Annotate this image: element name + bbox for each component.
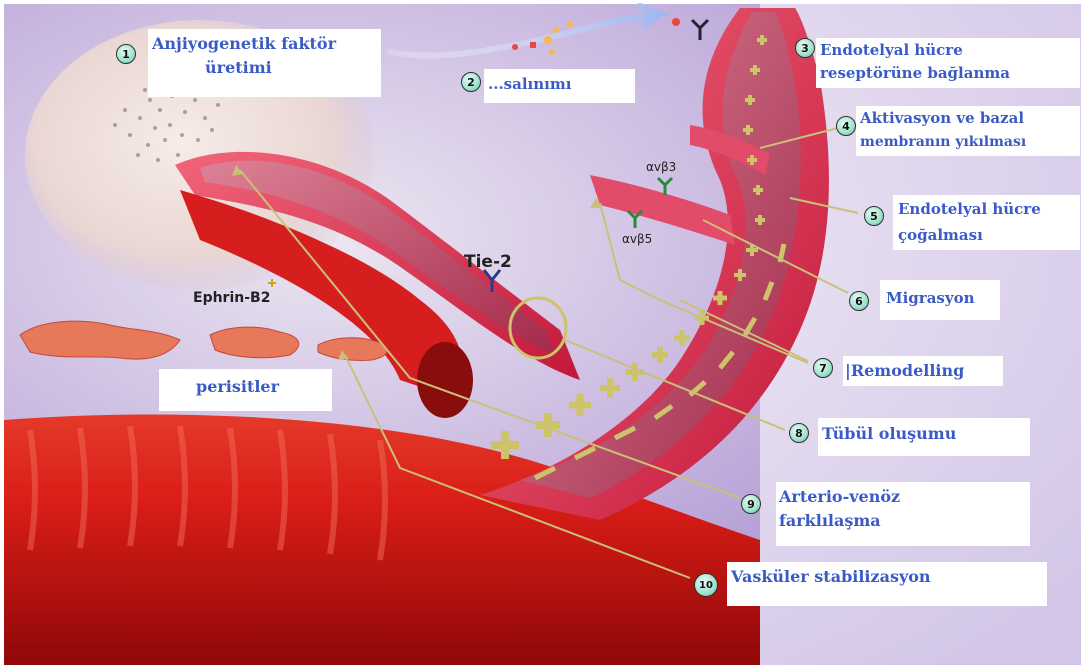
step-number-6: 6 [849,291,869,311]
step-number-10: 10 [694,573,718,597]
tubule-opening [417,342,473,418]
tie2-label: Tie-2 [464,252,512,272]
integrin-avb5-label: αvβ5 [622,232,652,246]
integrin-avb3-label: αvβ3 [646,160,676,174]
step-number-5: 5 [864,206,884,226]
step-9-label: Arterio-venöz [779,487,900,507]
step-number-1: 1 [116,44,136,64]
step-4-label: Aktivasyon ve bazal [860,108,1024,128]
step-6-label: Migrasyon [886,288,974,308]
step-1-label: Anjiyogenetik faktör [152,34,336,54]
step-number-2: 2 [461,72,481,92]
step-5-label: Endotelyal hücre [898,199,1041,219]
step-number-8: 8 [789,423,809,443]
step-2-label: ...salınımı [488,74,571,94]
pericytes-label: perisitler [196,377,279,397]
step-1-label-line2: üretimi [205,58,272,78]
ephrin-b2-label: Ephrin-B2 [193,290,270,306]
step-10-label: Vasküler stabilizasyon [731,567,931,587]
step-7-label: |Remodelling [845,361,964,381]
step-number-4: 4 [836,116,856,136]
step-number-9: 9 [741,494,761,514]
step-8-label: Tübül oluşumu [822,424,956,444]
step-9-label-line2: farklılaşma [779,511,881,531]
step-4-label-line2: membranın yıkılması [860,132,1026,152]
step-3-label: Endotelyal hücre [820,40,963,60]
step-number-7: 7 [813,358,833,378]
step-5-label-line2: çoğalması [898,225,983,245]
step-number-3: 3 [795,38,815,58]
step-3-label-line2: reseptörüne bağlanma [820,63,1010,83]
